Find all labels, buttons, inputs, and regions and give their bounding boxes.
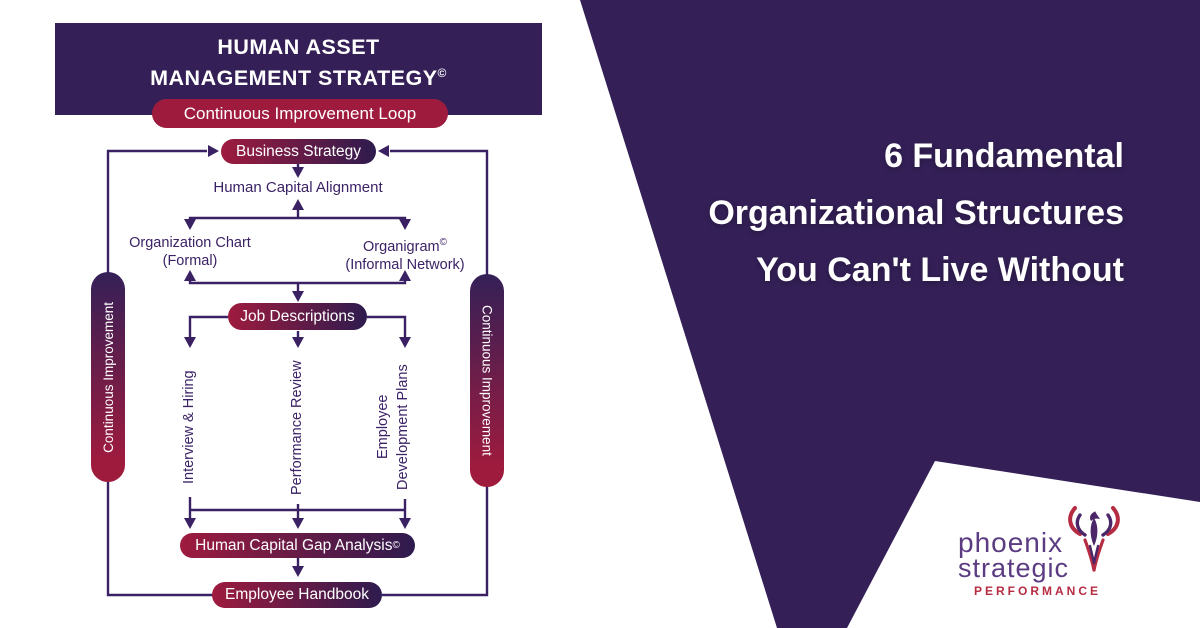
continuous-improvement-loop-pill: Continuous Improvement Loop — [152, 99, 448, 128]
organization-chart-line1: Organization Chart — [129, 235, 251, 251]
business-strategy-node: Business Strategy — [221, 139, 376, 164]
performance-review-label: Performance Review — [289, 360, 305, 495]
copyright-superscript: © — [392, 540, 400, 551]
logo-wordmark-strategic: strategic — [958, 553, 1070, 583]
employee-development-label-line1: Employee — [375, 394, 391, 460]
continuous-improvement-right-pill: Continuous Improvement — [470, 274, 504, 487]
copyright-superscript: © — [439, 237, 447, 248]
job-descriptions-node: Job Descriptions — [228, 303, 367, 330]
hero-title: 6 Fundamental Organizational Structures … — [708, 128, 1124, 299]
continuous-improvement-left-label: Continuous Improvement — [100, 301, 116, 453]
organigram-line1: Organigram© — [363, 237, 447, 255]
human-capital-gap-analysis-node: Human Capital Gap Analysis© — [180, 533, 415, 558]
organization-chart-line2: (Formal) — [162, 253, 218, 269]
logo-wordmark-phoenix: phoenix — [958, 527, 1064, 558]
employee-development-label-line2: Development Plans — [395, 364, 411, 490]
diagram-header-line-1: HUMAN ASSET — [217, 35, 380, 59]
hero-title-line-2: Organizational Structures — [708, 194, 1124, 232]
diagram-header: HUMAN ASSET MANAGEMENT STRATEGY© — [55, 23, 542, 115]
hero-title-line-1: 6 Fundamental — [884, 137, 1124, 175]
continuous-improvement-left-pill: Continuous Improvement — [91, 272, 125, 482]
interview-hiring-label: Interview & Hiring — [181, 370, 197, 484]
human-capital-alignment-label: Human Capital Alignment — [213, 179, 383, 196]
phoenix-bird-icon — [1068, 506, 1120, 572]
organization-chart-label: Organization Chart (Formal) — [100, 234, 280, 270]
diagram-header-line-2: MANAGEMENT STRATEGY© — [150, 66, 447, 91]
employee-handbook-node: Employee Handbook — [212, 582, 382, 608]
logo-tagline-performance: PERFORMANCE — [974, 584, 1102, 598]
hero-title-line-3: You Can't Live Without — [756, 251, 1124, 289]
organigram-line2: (Informal Network) — [345, 256, 465, 273]
continuous-improvement-right-label: Continuous Improvement — [479, 305, 495, 456]
organigram-label: Organigram© (Informal Network) — [315, 234, 495, 274]
copyright-superscript: © — [437, 66, 447, 80]
